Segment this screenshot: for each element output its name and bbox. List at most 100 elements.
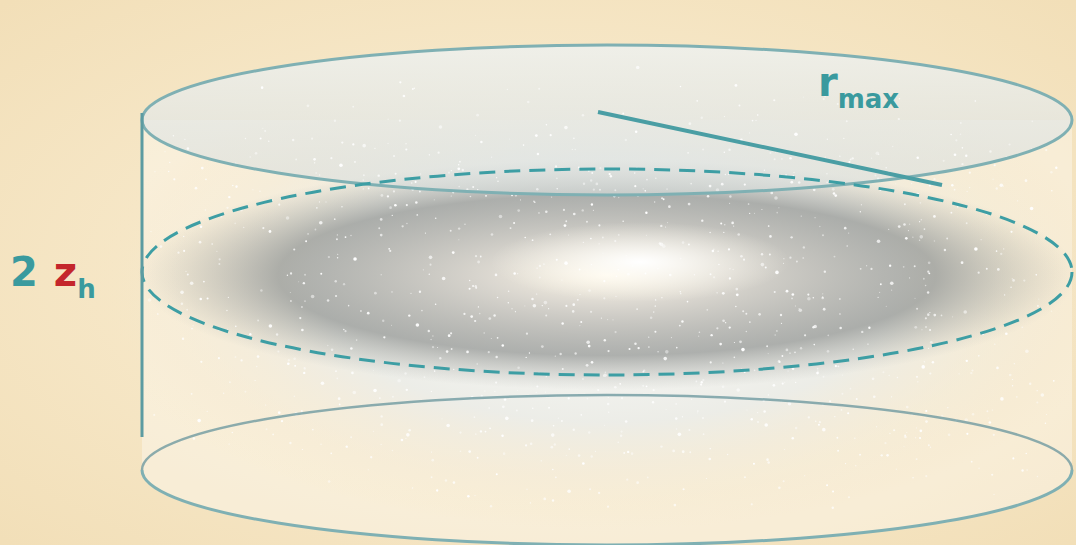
star-dot (337, 254, 338, 255)
star-dot (1055, 166, 1057, 168)
star-dot (739, 340, 742, 343)
star-dot (718, 264, 720, 266)
star-dot (272, 434, 274, 436)
star-dot (636, 66, 640, 70)
star-dot (1008, 143, 1010, 145)
star-dot (395, 173, 397, 175)
star-dot (688, 244, 690, 246)
star-dot (226, 207, 228, 209)
star-dot (346, 445, 348, 447)
star-dot (867, 343, 869, 345)
star-dot (839, 327, 842, 330)
star-dot (327, 345, 328, 346)
star-dot (499, 215, 503, 219)
star-dot (497, 337, 499, 339)
star-dot (736, 293, 739, 296)
star-dot (205, 209, 207, 211)
star-dot (621, 431, 623, 433)
star-dot (1051, 310, 1052, 311)
star-dot (812, 297, 814, 299)
star-dot (933, 178, 935, 180)
star-dot (954, 189, 956, 191)
star-dot (665, 350, 669, 354)
star-dot (1025, 179, 1028, 182)
star-dot (924, 417, 925, 418)
star-dot (702, 148, 704, 150)
star-dot (680, 86, 681, 87)
star-dot (431, 391, 432, 392)
star-dot (932, 361, 934, 363)
star-dot (304, 367, 306, 369)
star-dot (527, 101, 529, 103)
star-dot (925, 326, 927, 328)
star-dot (1045, 422, 1047, 424)
star-dot (721, 183, 724, 186)
star-dot (679, 325, 681, 327)
star-dot (232, 185, 233, 186)
star-dot (1041, 393, 1045, 397)
star-dot (545, 314, 547, 316)
star-dot (860, 268, 862, 270)
star-dot (722, 292, 725, 295)
star-dot (967, 207, 968, 208)
star-dot (380, 415, 382, 417)
star-dot (731, 222, 734, 225)
star-dot (530, 442, 533, 445)
star-dot (908, 230, 909, 231)
star-dot (752, 120, 754, 122)
star-dot (431, 451, 432, 452)
star-dot (466, 351, 469, 354)
star-dot (183, 250, 185, 252)
star-dot (537, 153, 540, 156)
star-dot (794, 351, 796, 353)
star-dot (451, 195, 452, 196)
star-dot (682, 416, 683, 417)
star-dot (388, 143, 389, 144)
star-dot (882, 371, 884, 373)
star-dot (784, 449, 785, 450)
star-dot (688, 203, 691, 206)
star-dot (672, 450, 675, 453)
star-dot (439, 125, 443, 129)
star-dot (667, 222, 668, 223)
star-dot (491, 338, 492, 339)
star-dot (822, 428, 826, 432)
star-dot (480, 430, 482, 432)
star-dot (696, 100, 698, 102)
star-dot (525, 444, 527, 446)
star-dot (399, 120, 401, 122)
star-dot (508, 302, 510, 304)
star-dot (556, 259, 558, 261)
star-dot (769, 253, 771, 255)
star-dot (1016, 396, 1017, 397)
star-dot (717, 250, 718, 251)
star-dot (801, 215, 802, 216)
star-dot (622, 113, 624, 115)
star-dot (963, 310, 967, 314)
star-dot (164, 151, 165, 152)
star-dot (648, 346, 650, 348)
star-dot (803, 246, 805, 248)
star-dot (687, 152, 689, 154)
star-dot (895, 183, 896, 184)
star-dot (795, 427, 798, 430)
star-dot (719, 343, 722, 346)
star-dot (789, 352, 791, 354)
star-dot (278, 411, 281, 414)
star-dot (564, 224, 567, 227)
star-dot (735, 306, 737, 308)
star-dot (802, 257, 804, 259)
star-dot (468, 450, 471, 453)
star-dot (243, 227, 244, 228)
star-dot (252, 189, 253, 190)
star-dot (304, 300, 306, 302)
star-dot (338, 397, 341, 400)
star-dot (738, 105, 740, 107)
star-dot (877, 297, 878, 298)
star-dot (1021, 327, 1022, 328)
star-dot (824, 270, 826, 272)
star-dot (927, 291, 930, 294)
star-dot (593, 189, 595, 191)
star-dot (768, 225, 770, 227)
star-dot (621, 397, 623, 399)
